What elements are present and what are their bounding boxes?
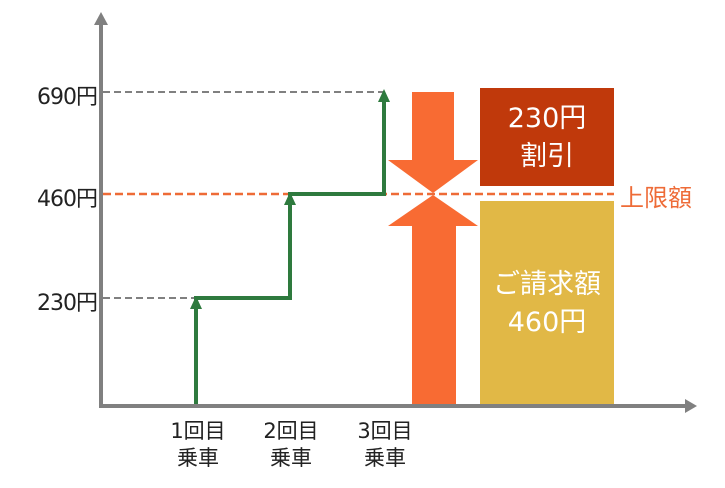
- fare-step-line: [194, 100, 386, 404]
- billed-label: ご請求額: [493, 269, 601, 300]
- discount-box-text: 230円 割引: [480, 100, 614, 176]
- step-arrow-icon: [284, 192, 296, 205]
- x-label-ride-1: 1回目 乗車: [158, 418, 238, 472]
- step-arrow-icon: [378, 89, 390, 102]
- limit-label: 上限額: [620, 184, 692, 212]
- x-label-ride-3: 3回目 乗車: [345, 418, 425, 472]
- y-label-460: 460円: [37, 187, 98, 212]
- discount-amount: 230円: [507, 103, 587, 134]
- x-axis-arrow-icon: [685, 399, 697, 413]
- x-label-ride-2: 2回目 乗車: [251, 418, 331, 472]
- billed-box: [480, 201, 614, 404]
- billed-box-text: ご請求額 460円: [480, 266, 614, 342]
- billed-amount: 460円: [507, 307, 587, 338]
- ride-label: 乗車: [177, 446, 219, 470]
- y-label-690: 690円: [37, 85, 98, 110]
- ride-number: 3回目: [357, 419, 413, 443]
- up-arrow-icon: [388, 195, 478, 404]
- down-arrow-icon: [388, 92, 478, 193]
- ride-number: 1回目: [170, 419, 226, 443]
- y-label-230: 230円: [37, 291, 98, 316]
- discount-box: [480, 88, 614, 186]
- step-arrow-icon: [190, 296, 202, 309]
- discount-label: 割引: [520, 141, 574, 172]
- ride-number: 2回目: [263, 419, 319, 443]
- ride-label: 乗車: [364, 446, 406, 470]
- y-axis-arrow-icon: [94, 12, 108, 25]
- ride-label: 乗車: [270, 446, 312, 470]
